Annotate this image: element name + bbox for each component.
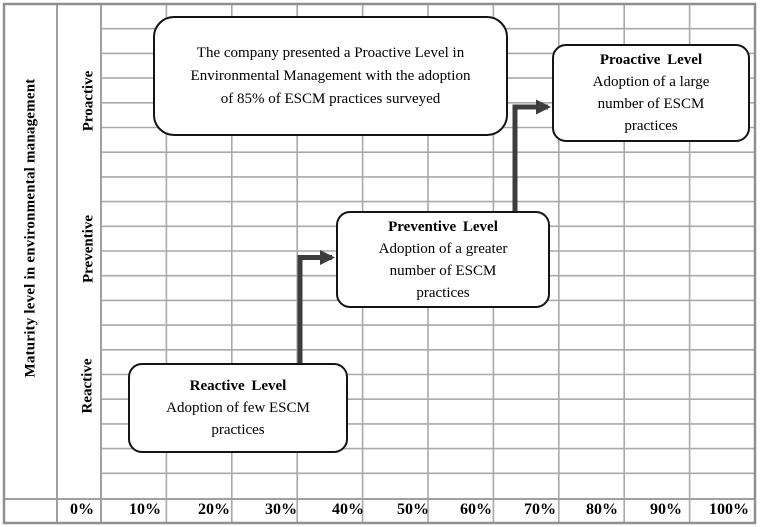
x-tick-10: 10%	[129, 501, 161, 518]
y-category-preventive: Preventive	[80, 214, 97, 284]
x-tick-0: 0%	[70, 501, 94, 518]
x-tick-90: 90%	[650, 501, 682, 518]
reactive-level-box: Reactive Level Adoption of few ESCM prac…	[128, 363, 348, 453]
reactive-level-desc-line: Adoption of few ESCM	[166, 400, 310, 416]
y-category-reactive: Reactive	[79, 358, 96, 414]
y-category-proactive: Proactive	[80, 70, 97, 132]
preventive-level-desc-line: practices	[416, 284, 470, 301]
preventive-level-desc-line: number of ESCM	[389, 262, 497, 279]
y-axis-title: Maturity level in environmental manageme…	[22, 78, 39, 378]
x-tick-60: 60%	[460, 501, 492, 518]
preventive-level-title: Preventive Level	[388, 218, 498, 235]
arrow-preventive-to-proactive	[512, 99, 551, 215]
reactive-level-title: Reactive Level	[189, 378, 287, 394]
annotation-line: Environmental Management with the adopti…	[190, 67, 471, 84]
annotation-box: The company presented a Proactive Level …	[153, 16, 508, 136]
reactive-level-desc-line: practices	[211, 422, 265, 438]
x-tick-50: 50%	[397, 501, 429, 518]
x-tick-100: 100%	[709, 501, 749, 518]
proactive-level-desc-line: practices	[624, 118, 678, 134]
x-tick-70: 70%	[524, 501, 556, 518]
proactive-level-title: Proactive Level	[599, 52, 703, 68]
annotation-line: of 85% of ESCM practices surveyed	[220, 90, 441, 107]
proactive-level-box: Proactive Level Adoption of a large numb…	[552, 44, 750, 142]
x-tick-30: 30%	[265, 501, 297, 518]
annotation-line: The company presented a Proactive Level …	[196, 44, 465, 61]
proactive-level-desc-line: number of ESCM	[597, 96, 705, 112]
arrow-reactive-to-preventive	[297, 250, 335, 370]
x-tick-40: 40%	[332, 501, 364, 518]
x-tick-80: 80%	[586, 501, 618, 518]
preventive-level-box: Preventive Level Adoption of a greater n…	[336, 211, 550, 308]
preventive-level-desc-line: Adoption of a greater	[378, 240, 508, 257]
proactive-level-desc-line: Adoption of a large	[592, 74, 710, 90]
x-tick-20: 20%	[198, 501, 230, 518]
